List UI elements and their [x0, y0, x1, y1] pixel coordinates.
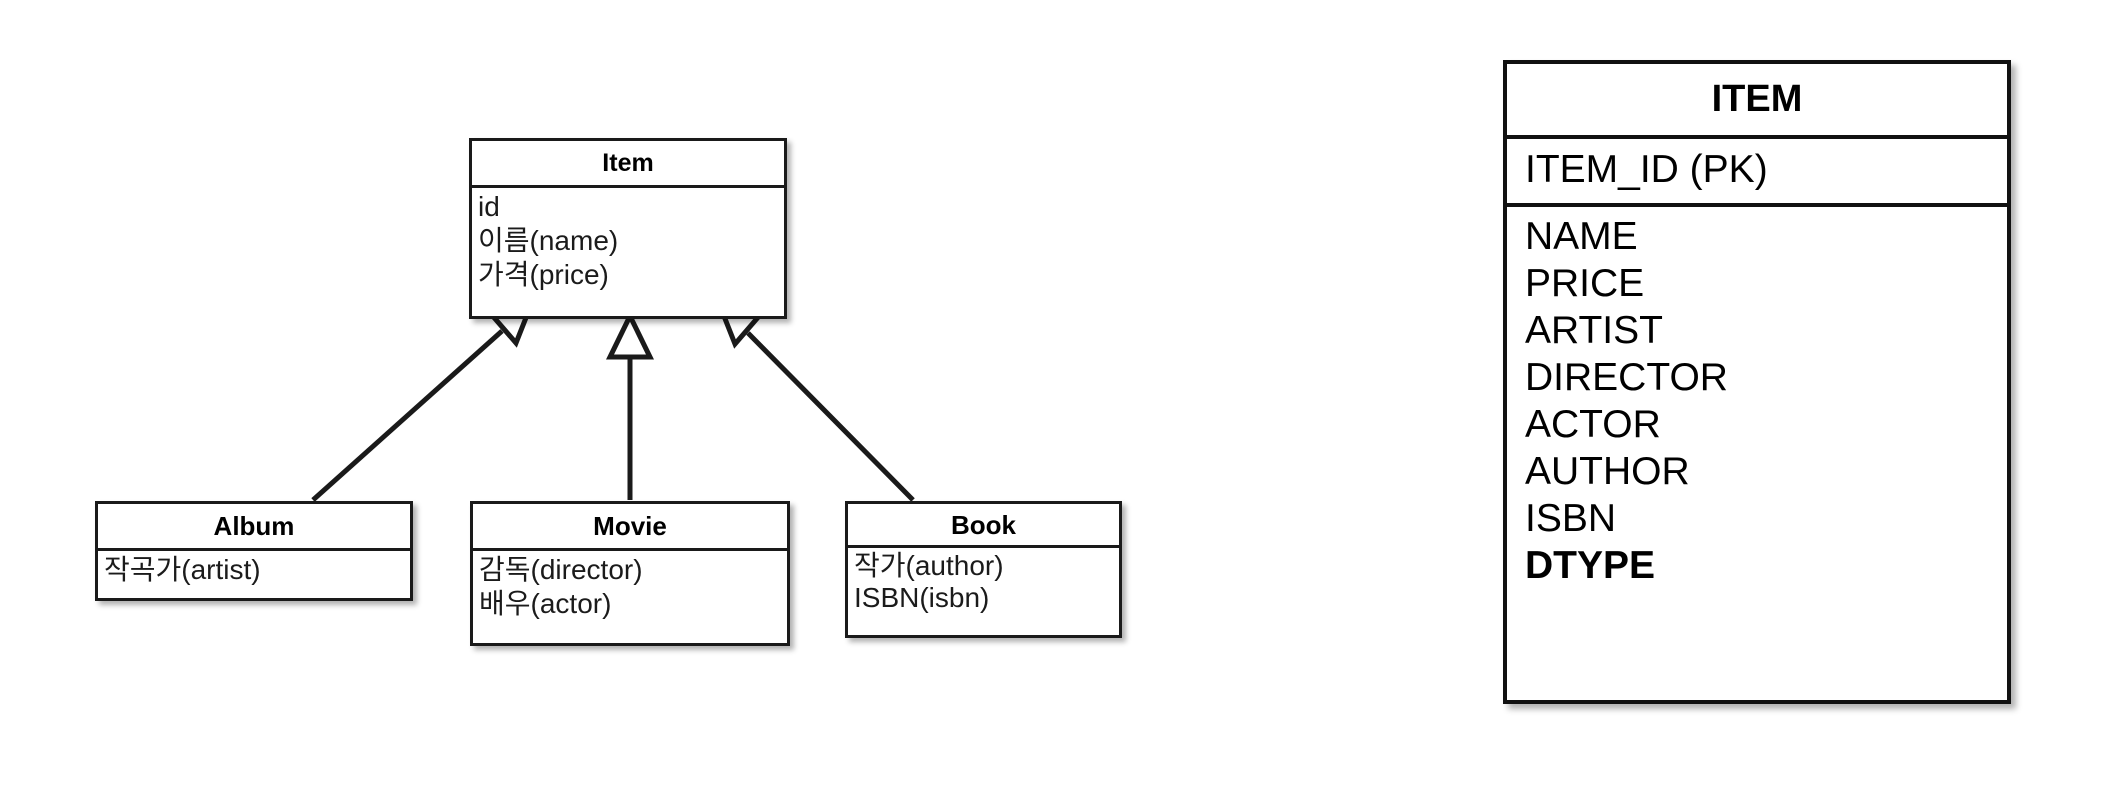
- uml-class-item-attributes: id 이름(name) 가격(price): [472, 188, 784, 294]
- db-column: PRICE: [1525, 262, 1645, 305]
- generalization-book-to-item: [715, 302, 915, 502]
- uml-class-book[interactable]: Book 작가(author) ISBN(isbn): [845, 501, 1122, 638]
- db-column: ACTOR: [1525, 403, 1661, 446]
- uml-attribute: 배우(actor): [479, 588, 612, 619]
- db-column-discriminator: DTYPE: [1525, 544, 1656, 587]
- db-column: AUTHOR: [1525, 450, 1690, 493]
- uml-class-book-attributes: 작가(author) ISBN(isbn): [848, 548, 1119, 616]
- uml-attribute: 감독(director): [479, 554, 643, 585]
- db-column: NAME: [1525, 215, 1638, 258]
- uml-attribute: ISBN(isbn): [854, 582, 990, 613]
- uml-attribute: 작곡가(artist): [104, 554, 261, 585]
- uml-class-movie-attributes: 감독(director) 배우(actor): [473, 551, 787, 623]
- uml-class-album[interactable]: Album 작곡가(artist): [95, 501, 413, 601]
- uml-class-album-title: Album: [98, 504, 410, 551]
- uml-class-movie-title: Movie: [473, 504, 787, 551]
- uml-class-book-title: Book: [848, 504, 1119, 548]
- uml-class-item[interactable]: Item id 이름(name) 가격(price): [469, 138, 787, 319]
- db-column: ARTIST: [1525, 309, 1663, 352]
- uml-attribute: 작가(author): [854, 550, 1004, 581]
- db-table-item-columns: NAME PRICE ARTIST DIRECTOR ACTOR AUTHOR …: [1507, 207, 2007, 589]
- db-column: DIRECTOR: [1525, 356, 1728, 399]
- uml-attribute: 이름(name): [478, 225, 619, 256]
- db-table-item[interactable]: ITEM ITEM_ID (PK) NAME PRICE ARTIST DIRE…: [1503, 60, 2011, 704]
- uml-class-album-attributes: 작곡가(artist): [98, 551, 410, 589]
- db-table-item-title: ITEM: [1507, 64, 2007, 139]
- uml-attribute: 가격(price): [478, 259, 609, 290]
- uml-class-movie[interactable]: Movie 감독(director) 배우(actor): [470, 501, 790, 646]
- uml-class-item-title: Item: [472, 141, 784, 188]
- db-table-item-primary-key: ITEM_ID (PK): [1507, 139, 2007, 207]
- db-column: ISBN: [1525, 497, 1617, 540]
- generalization-album-to-item: [311, 301, 536, 502]
- uml-attribute: id: [478, 191, 500, 222]
- generalization-movie-to-item: [605, 310, 655, 500]
